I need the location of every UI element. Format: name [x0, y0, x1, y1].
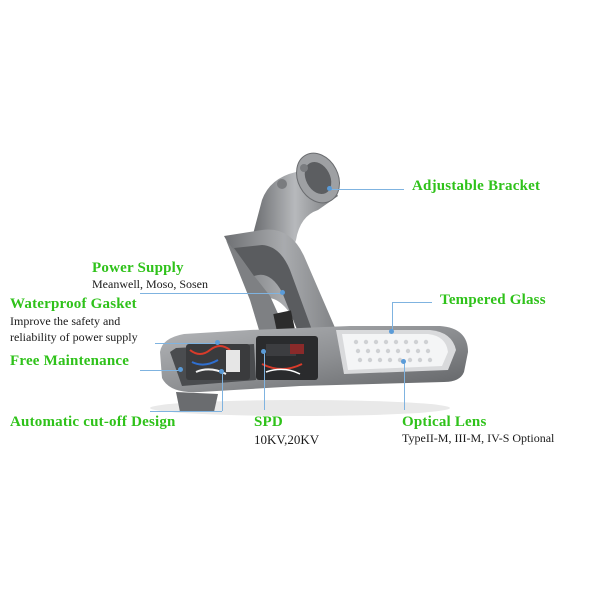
leader-free-maintenance — [140, 370, 180, 371]
optical-compartment — [336, 330, 456, 374]
leader-power-supply — [140, 293, 282, 294]
leader-dot-cutoff — [219, 369, 224, 374]
label-waterproof-gasket-desc-1: Improve the safety and — [10, 314, 121, 328]
electrical-compartment — [186, 336, 318, 380]
led-lens-array — [353, 339, 433, 363]
leader-dot-lens — [401, 359, 406, 364]
label-optical-lens: Optical Lens — [402, 414, 487, 430]
label-waterproof-gasket-desc-2: reliability of power supply — [10, 330, 138, 344]
label-tempered-glass: Tempered Glass — [440, 292, 546, 308]
leader-optical-lens — [404, 362, 405, 410]
leader-waterproof-gasket — [155, 343, 217, 344]
leader-auto-cutoff-rise — [222, 372, 223, 411]
label-spd: SPD — [254, 414, 283, 430]
leader-tempered-glass — [392, 302, 432, 303]
leader-dot-maintenance — [178, 367, 183, 372]
label-waterproof-gasket: Waterproof Gasket — [10, 296, 137, 312]
ground-shadow — [150, 400, 450, 416]
leader-adjustable-bracket — [330, 189, 404, 190]
label-spd-spec: 10KV,20KV — [254, 432, 320, 447]
leader-auto-cutoff — [150, 411, 222, 412]
leader-dot-spd — [261, 349, 266, 354]
label-optical-lens-types: TypeII-M, III-M, IV-S Optional — [402, 431, 555, 445]
label-free-maintenance: Free Maintenance — [10, 353, 130, 369]
leader-tempered-glass-drop — [392, 302, 393, 332]
leader-dot-bracket — [327, 186, 332, 191]
leader-dot-gasket — [215, 340, 220, 345]
leader-dot-power-supply — [280, 290, 285, 295]
label-auto-cutoff: Automatic cut-off Design — [10, 414, 176, 430]
label-power-supply-brands: Meanwell, Moso, Sosen — [92, 277, 208, 291]
label-adjustable-bracket: Adjustable Bracket — [412, 178, 541, 194]
leader-dot-glass — [389, 329, 394, 334]
label-power-supply: Power Supply — [92, 260, 184, 276]
leader-spd — [264, 352, 265, 410]
